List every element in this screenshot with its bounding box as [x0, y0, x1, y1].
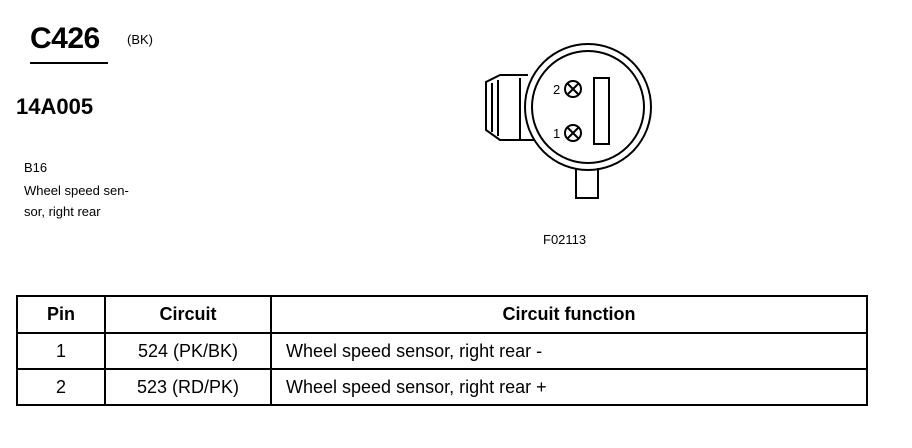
table-header-row: Pin Circuit Circuit function: [16, 295, 868, 334]
component-description-line-1: Wheel speed sen-: [24, 183, 129, 198]
component-code: B16: [24, 160, 48, 175]
table-row: 1 524 (PK/BK) Wheel speed sensor, right …: [16, 332, 868, 370]
connector-color: (BK): [127, 32, 153, 47]
pin-1-label: 1: [553, 126, 560, 141]
part-number: 14A005: [16, 94, 94, 119]
header-circuit-function: Circuit function: [270, 295, 868, 334]
cell-function: Wheel speed sensor, right rear +: [270, 368, 868, 406]
figure-code: F02113: [543, 232, 587, 247]
cell-circuit: 523 (RD/PK): [104, 368, 272, 406]
pin-2-label: 2: [553, 82, 560, 97]
header-circuit: Circuit: [104, 295, 272, 334]
table-row: 2 523 (RD/PK) Wheel speed sensor, right …: [16, 368, 868, 406]
cell-pin: 2: [16, 368, 106, 406]
connector-face-diagram: 2 1: [485, 43, 652, 199]
connector-bottom-tab: [575, 168, 599, 199]
header-pin: Pin: [16, 295, 106, 334]
connector-key-slot: [593, 77, 610, 145]
cell-circuit: 524 (PK/BK): [104, 332, 272, 370]
connector-id: C426: [30, 22, 100, 55]
pin-1-terminal: [564, 124, 582, 142]
pin-table: Pin Circuit Circuit function 1 524 (PK/B…: [16, 295, 868, 406]
component-description-line-2: sor, right rear: [24, 204, 101, 219]
title-underline: [30, 62, 108, 64]
cell-function: Wheel speed sensor, right rear -: [270, 332, 868, 370]
cell-pin: 1: [16, 332, 106, 370]
component-description: Wheel speed sen- sor, right rear: [24, 180, 164, 222]
pin-2-terminal: [564, 80, 582, 98]
connector-latch: [485, 74, 534, 141]
connector-inner-ring: [531, 50, 645, 164]
connector-outer-ring: [524, 43, 652, 171]
